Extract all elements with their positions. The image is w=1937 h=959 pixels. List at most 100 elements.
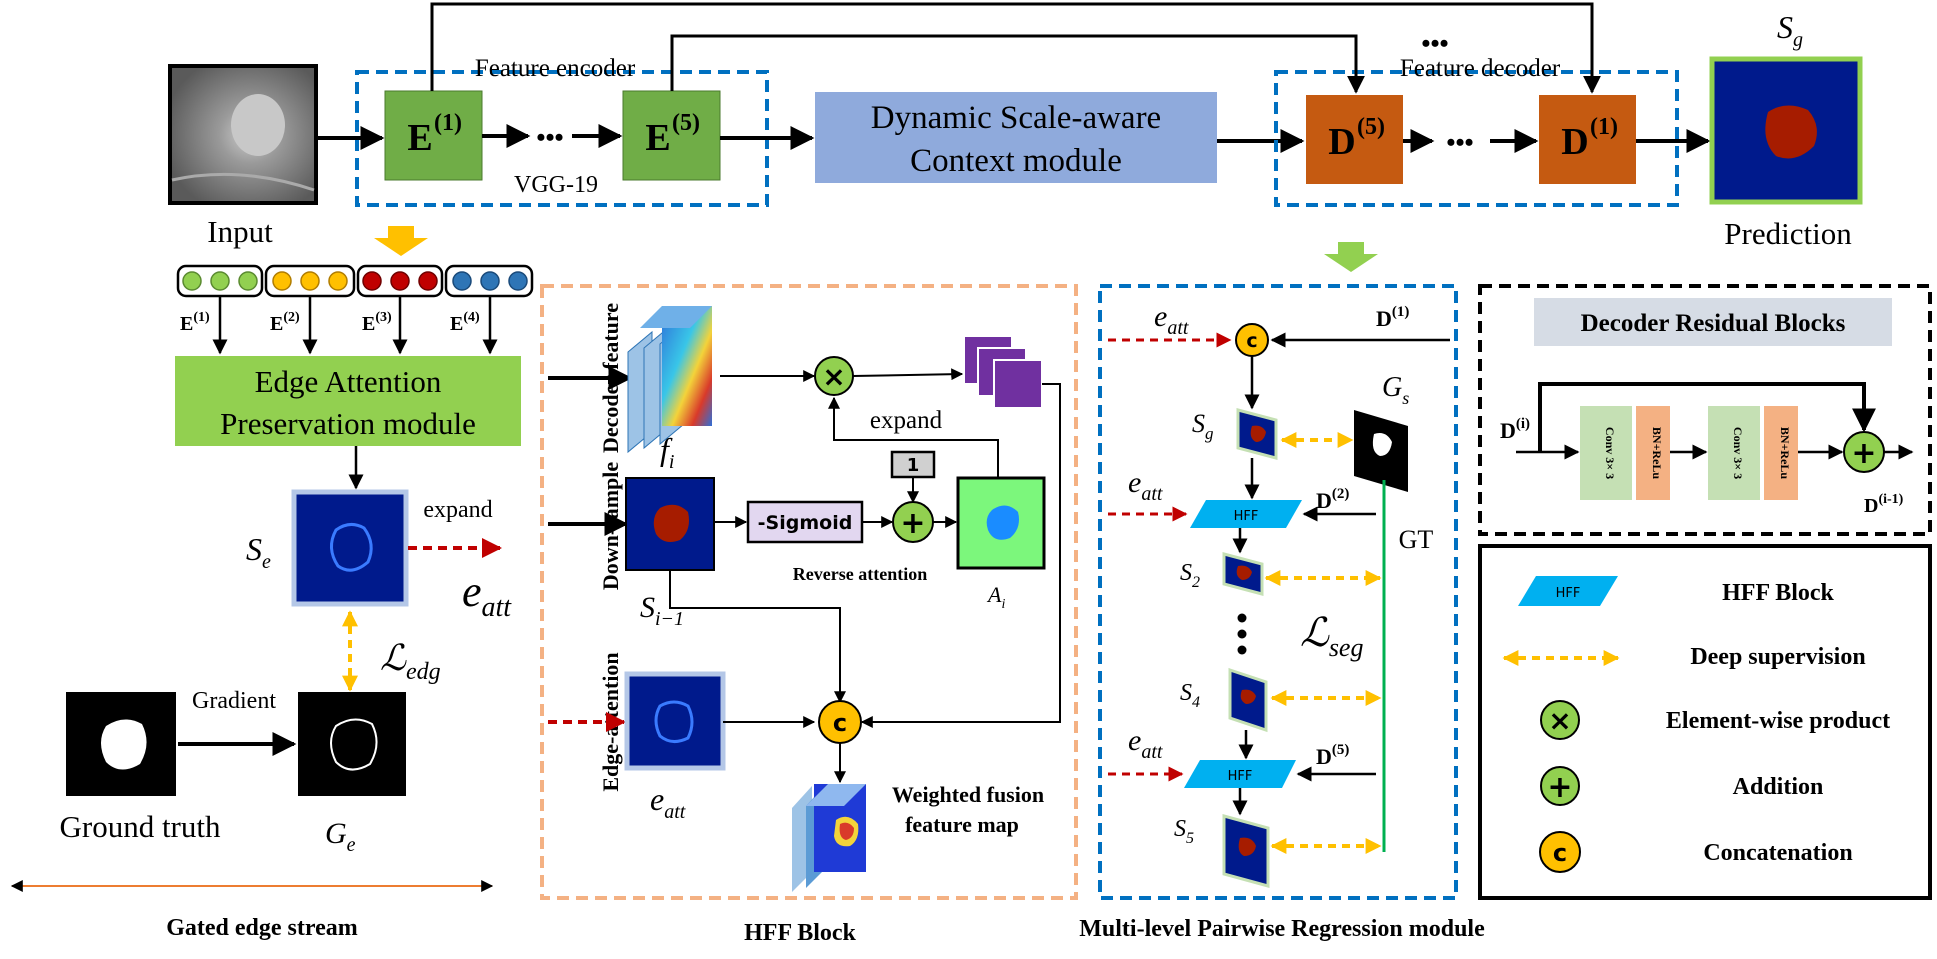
residual-skip-line [1538,382,1876,452]
sg-label: Sg [1777,9,1803,51]
svg-text:c: c [833,709,847,737]
s2-map [1222,552,1264,596]
fusion-line2: feature map [905,812,1019,837]
mpr-eatt-3: eatt [1128,724,1163,763]
svg-text:×: × [822,360,845,393]
legend-addition-label: Addition [1733,774,1824,800]
e4-label: E(4) [450,310,480,335]
ai-attention-map [956,476,1046,570]
feature-decoder-label: Feature decoder [1400,55,1561,82]
s4-label: S4 [1180,680,1200,711]
input-image [168,64,318,205]
lseg-label: ℒseg [1300,610,1363,662]
svg-text:HFF: HFF [1234,509,1259,524]
fi-feature-stack [627,306,712,454]
e-level-labels: E(1) E(2) E(3) E(4) [180,310,480,335]
legend-concatenation-label: Concatenation [1703,840,1852,866]
legend-hff-label: HFF Block [1722,580,1834,606]
conv-block-2-label: Conv 3× 3 [1731,427,1745,479]
encoder-block-1-sup: (1) [434,110,462,136]
s5-label: S5 [1174,816,1194,847]
decoder-block-5 [1306,95,1403,184]
gated-edge-caption: Gated edge stream [166,915,358,941]
one-label: 1 [907,455,920,476]
res-di1-label: D(i-1) [1864,492,1904,517]
fi-label: fi [660,431,674,473]
decoder-block-1 [1539,95,1636,184]
mpr-dashed-box [1098,284,1458,900]
mpr-eatt-1: eatt [1154,300,1189,339]
hff-eatt-map [624,671,726,771]
legend-deep-supervision-label: Deep supervision [1690,644,1865,670]
skip-connection-e5-d5 [670,34,1365,94]
mpr-d2: D(2) [1316,486,1349,513]
decoder-block-1-label: D [1561,121,1588,163]
gt-label: GT [1399,525,1434,554]
concatenation-node: c [818,700,862,744]
encoder-to-edge-arrow [374,226,428,256]
ground-truth-image [66,692,176,796]
gs-label: Gs [1382,372,1409,408]
s5-map [1222,814,1270,888]
output-to-concat-arrow [860,383,1061,728]
bn-block-1-label: BN+ReLu [1650,427,1664,480]
enc-dots: ••• [536,123,563,152]
weighted-fusion-map [792,784,866,892]
mpr-caption: Multi-level Pairwise Regression module [1079,916,1485,942]
product-output-stack [963,335,1043,409]
hff-dashed-box [540,284,1078,900]
concatenation-icon: c [1539,831,1581,873]
ground-truth-label: Ground truth [59,809,221,844]
svg-text:c: c [1246,330,1257,352]
se-expand-label: expand [423,497,492,523]
prediction-label: Prediction [1724,216,1852,251]
residual-title: Decoder Residual Blocks [1581,310,1846,337]
edge-attention-module [175,356,521,446]
ge-label: Ge [325,817,356,856]
edge-module-line2: Preservation module [220,406,476,441]
addition-node: + [892,501,934,543]
dsc-module [815,92,1217,183]
residual-dashed-box [1478,284,1932,536]
ledg-label: ℒedg [380,638,441,685]
res-di-label: D(i) [1500,416,1530,443]
bn-block-2 [1764,406,1798,500]
prediction-map [1709,56,1863,205]
mpr-d1: D(1) [1376,304,1409,331]
input-label: Input [207,214,273,249]
edge-module-line1: Edge Attention [255,364,442,399]
hff-caption: HFF Block [744,920,856,946]
decoder-top-dots: ••• [1421,29,1448,58]
svg-text:+: + [900,506,925,541]
residual-title-bar [1534,298,1892,346]
dsc-line1: Dynamic Scale-aware [871,100,1161,136]
mpr-sg-map [1236,408,1278,460]
se-label: Se [246,531,271,573]
encoder-feature-dots [176,264,534,298]
eatt-label: eatt [462,567,512,623]
decoder-block-1-sup: (1) [1590,114,1618,140]
mpr-hff-block-1: HFF [1190,500,1302,528]
e3-label: E(3) [362,310,392,335]
product-to-output-arrow [852,368,964,381]
residual-addition-node: + [1843,431,1885,473]
dsc-line2: Context module [910,143,1122,179]
hff-expand-label: expand [870,407,943,434]
e1-label: E(1) [180,310,210,335]
ge-edge-image [298,692,406,796]
skip-connection-e1-d1 [430,2,1601,94]
encoder-block-5-label: E [645,117,670,159]
conv-block-2 [1708,406,1760,500]
mpr-concat-node: c [1235,323,1269,357]
legend-product-label: Element-wise product [1666,708,1890,734]
si1-label: Si−1 [640,591,684,630]
legend-box [1478,544,1932,900]
mpr-vertical-dots [1237,613,1247,655]
decoder-to-mpr-arrow [1324,242,1378,272]
conv-block-1 [1580,406,1632,500]
conv-block-1-label: Conv 3× 3 [1603,427,1617,479]
mpr-d5: D(5) [1316,742,1349,769]
encoder-block-5 [622,90,721,181]
hff-eatt-label: eatt [650,781,686,823]
decoder-block-5-label: D [1328,121,1355,163]
